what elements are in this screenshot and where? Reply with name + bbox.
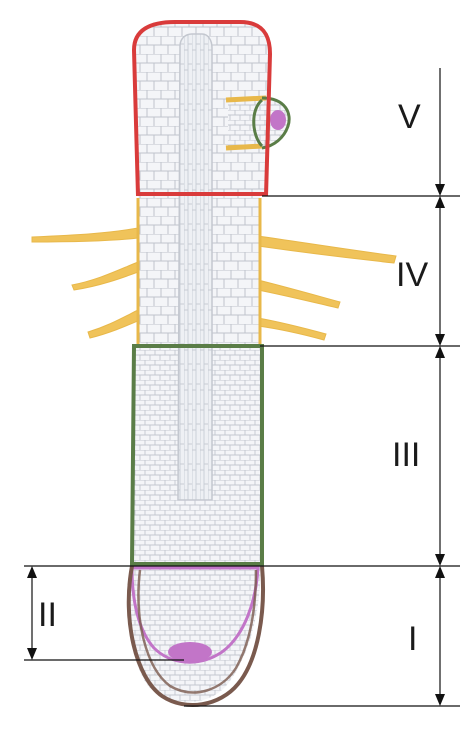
- root-hair-left-1: [31, 227, 139, 243]
- root-hair-left-2: [71, 261, 139, 291]
- arrow-iv-head-bottom: [435, 334, 445, 346]
- zone-iii-outline: [129, 344, 264, 566]
- zone-label-v: V: [398, 98, 421, 136]
- zone-label-ii: II: [38, 596, 57, 634]
- meristem-zone: [130, 566, 260, 664]
- root-body: [129, 20, 270, 702]
- zone-outlines: [126, 20, 273, 708]
- quiescent-center: [168, 642, 212, 662]
- dimension-lines: [24, 68, 460, 707]
- vascular-cylinder: [177, 33, 213, 501]
- root-tip-body: [129, 566, 261, 702]
- arrow-iii-head-top: [435, 346, 445, 358]
- zone-label-iii: III: [392, 436, 420, 474]
- arrow-i-head-bottom: [435, 694, 445, 706]
- zone-label-i: I: [408, 620, 417, 658]
- root-hair-left-3: [87, 309, 141, 339]
- root-hairs: [31, 227, 397, 341]
- arrow-ii-head-top: [27, 566, 37, 578]
- zone-labels: V IV III I II: [38, 98, 428, 658]
- arrow-iv-head-top: [435, 196, 445, 208]
- root-hair-right-1: [257, 235, 397, 264]
- root-hair-right-2: [257, 279, 341, 309]
- arrow-iii-head-bottom: [435, 554, 445, 566]
- arrow-v-head: [435, 184, 445, 196]
- root-hair-right-3: [257, 317, 327, 341]
- zone-v-outline: [131, 20, 273, 197]
- arrow-ii-head-bottom: [27, 648, 37, 660]
- zone-iv-outline: [136, 198, 262, 346]
- arrow-i-head-top: [435, 566, 445, 578]
- root-cap-inner: [137, 569, 258, 694]
- root-cap-outline: [126, 565, 265, 708]
- zone-label-iv: IV: [396, 256, 428, 294]
- lateral-root-bud-icon: [225, 95, 291, 151]
